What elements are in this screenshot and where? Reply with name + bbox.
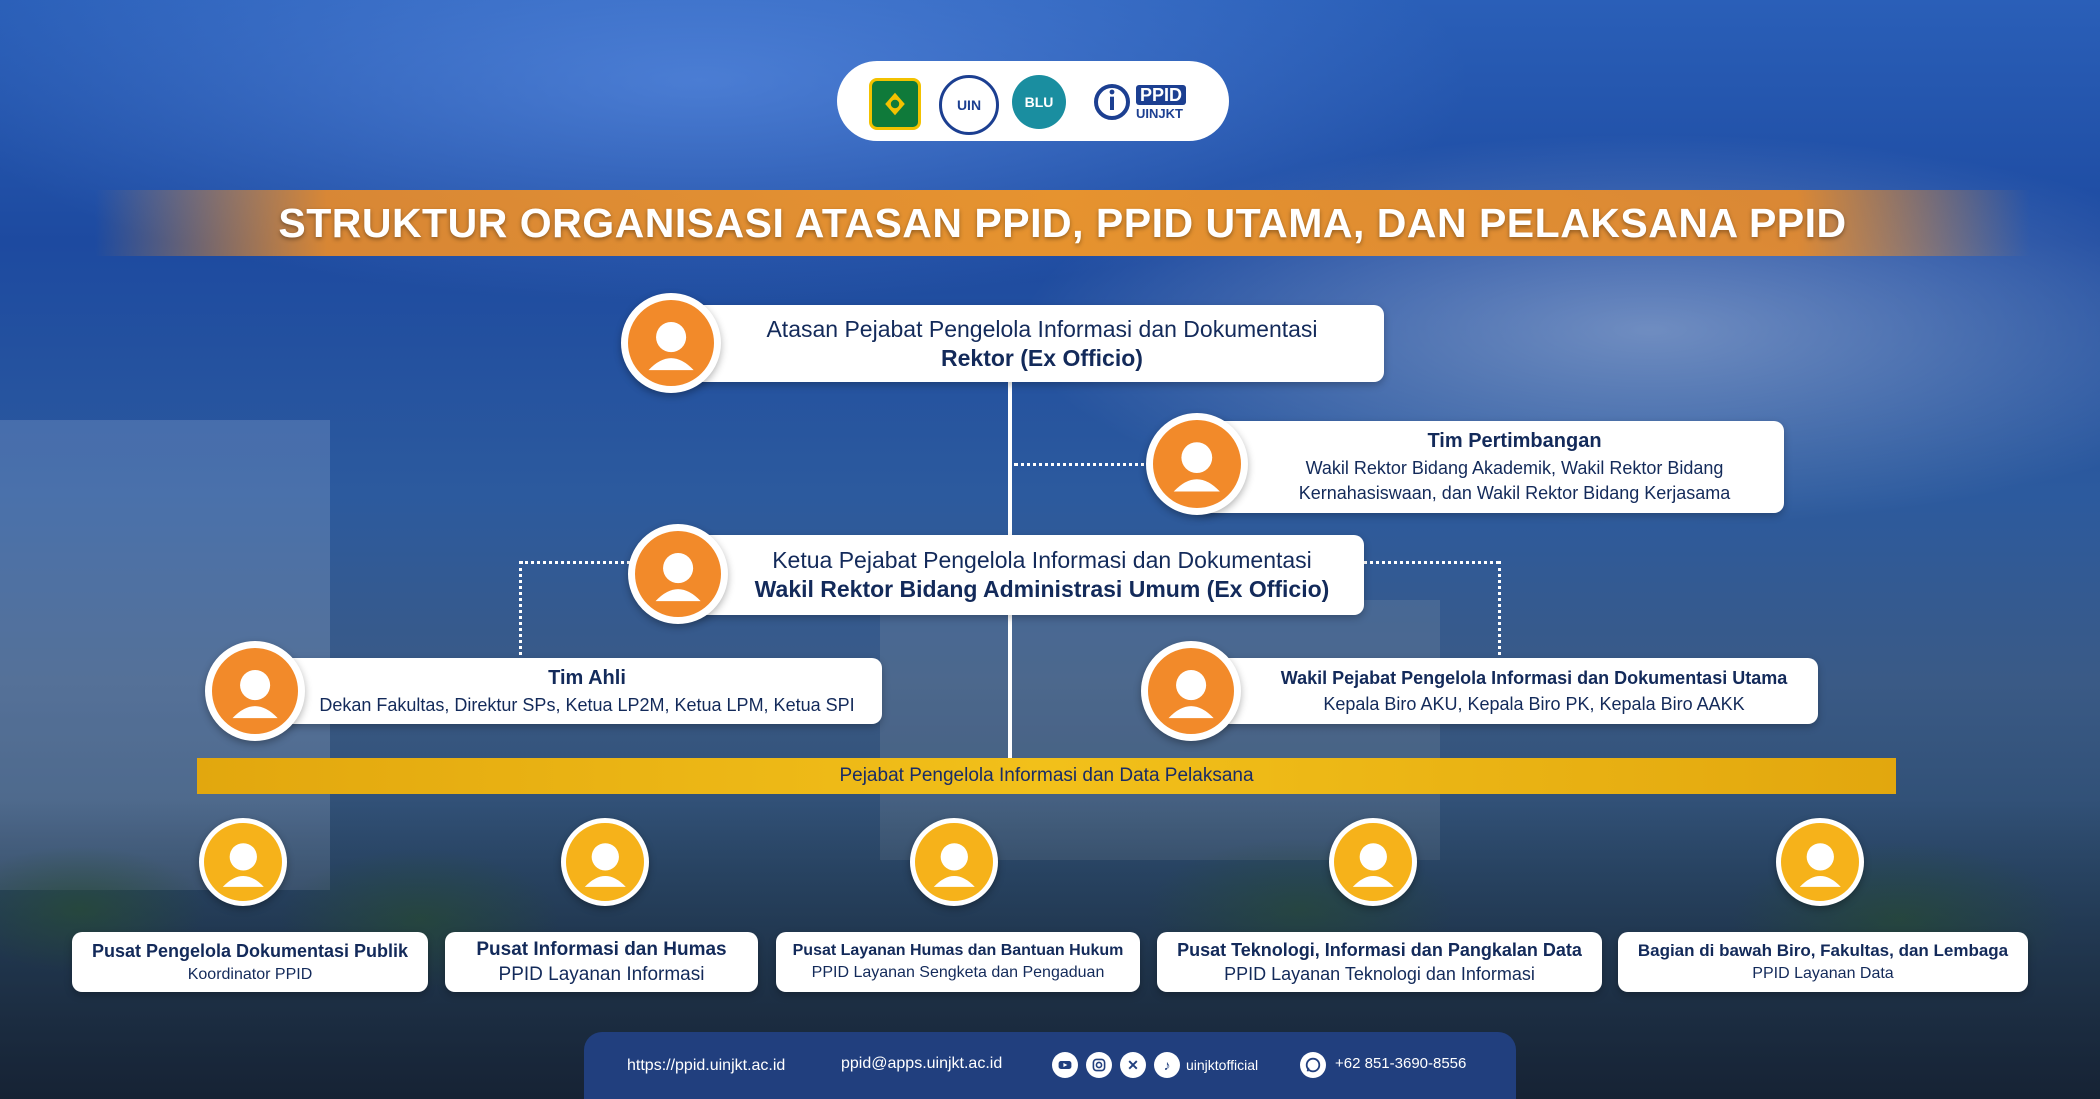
user-icon [648,321,694,371]
user-icon [1352,842,1394,887]
pelaksana-role: Koordinator PPID [187,965,313,983]
dotted-line-right [1364,561,1499,564]
user-icon [1168,669,1214,719]
whatsapp-icon[interactable] [1300,1052,1326,1078]
email-link[interactable]: ppid@apps.uinjkt.ac.id [841,1055,1003,1072]
avatar-pelaksana-3 [910,818,998,906]
pelaksana-title: Bagian di bawah Biro, Fakultas, dan Lemb… [1637,941,2009,960]
youtube-icon[interactable] [1052,1052,1078,1078]
pelaksana-card-1: Pusat Pengelola Dokumentasi Publik Koord… [72,932,428,992]
dotted-line-right-down [1498,561,1501,661]
pelaksana-card-4: Pusat Teknologi, Informasi dan Pangkalan… [1157,932,1602,992]
node-tim-pertimbangan-line2: Kernahasiswaan, dan Wakil Rektor Bidang … [1298,483,1731,503]
user-icon [1173,442,1221,492]
trunk-line-bottom [1008,615,1012,760]
avatar-tim-pertimbangan [1146,413,1248,515]
node-ketua: Ketua Pejabat Pengelola Informasi dan Do… [670,535,1364,615]
pelaksana-role: PPID Layanan Informasi [498,963,705,985]
user-icon [584,842,626,887]
node-ketua-line1: Ketua Pejabat Pengelola Informasi dan Do… [772,547,1312,573]
user-icon [232,669,278,719]
node-atasan-line1: Atasan Pejabat Pengelola Informasi dan D… [766,315,1318,342]
user-icon [933,842,975,887]
social-handle[interactable]: uinjktofficial [1186,1057,1259,1073]
ppid-logo: PPID UINJKT [1092,79,1202,125]
globe-info-icon [1094,84,1130,120]
uin-logo: UIN [939,75,999,135]
pelaksana-card-2: Pusat Informasi dan Humas PPID Layanan I… [445,932,758,992]
pelaksana-title: Pusat Layanan Humas dan Bantuan Hukum [792,942,1124,959]
pelaksana-card-5: Bagian di bawah Biro, Fakultas, dan Lemb… [1618,932,2028,992]
node-tim-ahli-line1: Dekan Fakultas, Direktur SPs, Ketua LP2M… [319,694,855,715]
node-tim-pertimbangan: Tim Pertimbangan Wakil Rektor Bidang Aka… [1195,421,1784,513]
dotted-line-left [520,561,630,564]
pelaksana-role: PPID Layanan Sengketa dan Pengaduan [811,964,1105,981]
pelaksana-card-3: Pusat Layanan Humas dan Bantuan Hukum PP… [776,932,1140,992]
avatar-tim-ahli [205,641,305,741]
node-wakil: Wakil Pejabat Pengelola Informasi dan Do… [1190,658,1818,724]
title-band [95,190,2030,256]
node-atasan-line2: Rektor (Ex Officio) [941,344,1143,371]
avatar-wakil [1141,641,1241,741]
logo-bar: UIN BLU PPID UINJKT [837,61,1229,141]
avatar-pelaksana-4 [1329,818,1417,906]
node-ketua-line2: Wakil Rektor Bidang Administrasi Umum (E… [754,576,1330,602]
user-icon [1799,842,1841,887]
node-tim-ahli: Tim Ahli Dekan Fakultas, Direktur SPs, K… [262,658,882,724]
phone-number[interactable]: +62 851-3690-8556 [1335,1055,1467,1072]
pelaksana-title: Pusat Pengelola Dokumentasi Publik [91,940,409,961]
avatar-pelaksana-5 [1776,818,1864,906]
pelaksana-title: Pusat Teknologi, Informasi dan Pangkalan… [1177,939,1582,960]
website-link[interactable]: https://ppid.uinjkt.ac.id [627,1057,786,1074]
page-title: STRUKTUR ORGANISASI ATASAN PPID, PPID UT… [278,199,1847,246]
kemenag-logo [869,78,921,130]
node-tim-ahli-title: Tim Ahli [548,666,626,689]
avatar-pelaksana-1 [199,818,287,906]
avatar-pelaksana-2 [561,818,649,906]
user-icon [655,552,701,602]
pelaksana-band: Pejabat Pengelola Informasi dan Data Pel… [197,758,1896,794]
pelaksana-role: PPID Layanan Teknologi dan Informasi [1224,963,1535,984]
node-wakil-title: Wakil Pejabat Pengelola Informasi dan Do… [1280,667,1788,688]
node-tim-pertimbangan-line1: Wakil Rektor Bidang Akademik, Wakil Rekt… [1305,458,1724,478]
x-icon[interactable]: ✕ [1120,1052,1146,1078]
trunk-line-top [1008,382,1012,537]
user-icon [222,842,264,887]
pelaksana-role: PPID Layanan Data [1752,965,1894,982]
node-tim-pertimbangan-title: Tim Pertimbangan [1427,430,1602,452]
tiktok-icon[interactable]: ♪ [1154,1052,1180,1078]
avatar-atasan [621,293,721,393]
instagram-icon[interactable] [1086,1052,1112,1078]
node-atasan: Atasan Pejabat Pengelola Informasi dan D… [640,305,1384,382]
blu-logo: BLU [1012,75,1066,129]
footer-bar: https://ppid.uinjkt.ac.id ppid@apps.uinj… [584,1032,1516,1099]
dotted-line-pertimbangan [1014,463,1164,466]
node-wakil-line1: Kepala Biro AKU, Kepala Biro PK, Kepala … [1323,693,1745,714]
dotted-line-left-down [519,561,522,661]
avatar-ketua [628,524,728,624]
pelaksana-title: Pusat Informasi dan Humas [476,938,727,960]
